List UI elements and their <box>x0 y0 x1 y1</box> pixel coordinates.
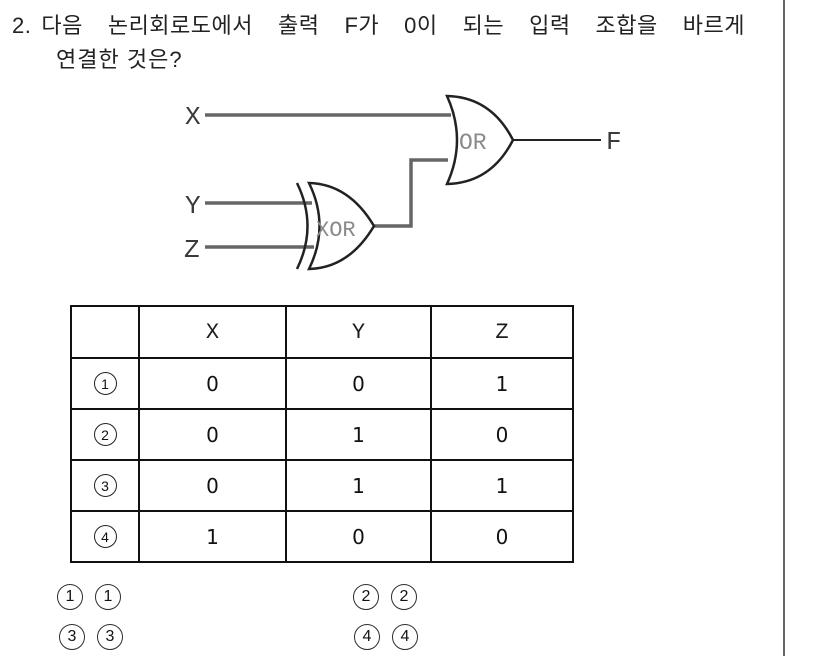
logic-circuit-diagram: XOR OR X Y Z F <box>184 94 622 271</box>
row-marker: 1 <box>70 357 140 410</box>
option-answer-icon: 3 <box>97 624 123 650</box>
circled-number: 4 <box>93 525 117 548</box>
xor-gate-input-arc <box>295 182 309 270</box>
row-marker: 4 <box>70 510 140 563</box>
option-4[interactable]: 4 4 <box>354 624 418 650</box>
cell-x: 0 <box>138 357 287 410</box>
table-row: 1 0 0 1 <box>70 357 574 410</box>
table-row: 2 0 1 0 <box>70 408 574 461</box>
cell-y: 0 <box>285 357 432 410</box>
option-2[interactable]: 2 2 <box>353 584 417 610</box>
output-label-f: F <box>606 127 622 157</box>
circled-number: 3 <box>93 474 117 497</box>
xor-gate <box>306 181 376 271</box>
question-number: 2. <box>12 13 32 38</box>
option-marker-icon: 2 <box>353 584 379 610</box>
table-header-y: Y <box>285 305 432 359</box>
cell-y: 0 <box>285 510 432 563</box>
answer-table: X Y Z 1 0 0 1 2 0 1 0 3 0 1 1 <box>70 305 574 563</box>
cell-z: 1 <box>430 357 574 410</box>
cell-y: 1 <box>285 408 432 461</box>
option-marker-icon: 3 <box>59 624 85 650</box>
row-marker: 3 <box>70 459 140 512</box>
input-label-z: Z <box>184 235 200 265</box>
answer-table-wrap: X Y Z 1 0 0 1 2 0 1 0 3 0 1 1 <box>70 305 574 563</box>
question-line2: 연결한 것은? <box>56 47 183 72</box>
option-answer-icon: 1 <box>95 584 121 610</box>
input-label-y: Y <box>185 191 201 221</box>
table-row: 4 1 0 0 <box>70 510 574 563</box>
circled-number: 1 <box>93 372 117 395</box>
cell-z: 0 <box>430 510 574 563</box>
question-text: 다음 논리회로도에서 출력 F가 0이 되는 입력 조합을 바르게 <box>41 13 745 38</box>
input-label-x: X <box>185 102 201 132</box>
option-answer-icon: 4 <box>392 624 418 650</box>
table-header-x: X <box>138 305 287 359</box>
row-marker: 2 <box>70 408 140 461</box>
table-header-z: Z <box>430 305 574 359</box>
table-row: 3 0 1 1 <box>70 459 574 512</box>
option-marker-icon: 4 <box>354 624 380 650</box>
cell-z: 1 <box>430 459 574 512</box>
or-gate-label: OR <box>459 130 487 156</box>
option-marker-icon: 1 <box>57 584 83 610</box>
or-gate <box>445 94 515 186</box>
question-block: 2. 다음 논리회로도에서 출력 F가 0이 되는 입력 조합을 바르게 연결한 … <box>12 10 745 76</box>
table-header-row: X Y Z <box>70 305 574 359</box>
option-3[interactable]: 3 3 <box>59 624 123 650</box>
cell-x: 1 <box>138 510 287 563</box>
question-line1: 2. 다음 논리회로도에서 출력 F가 0이 되는 입력 조합을 바르게 <box>12 10 745 42</box>
cell-x: 0 <box>138 459 287 512</box>
circled-number: 2 <box>93 423 117 446</box>
column-divider <box>783 0 785 656</box>
option-answer-icon: 2 <box>391 584 417 610</box>
wire-xor-to-or <box>374 158 448 228</box>
option-1[interactable]: 1 1 <box>57 584 121 610</box>
cell-y: 1 <box>285 459 432 512</box>
cell-z: 0 <box>430 408 574 461</box>
xor-gate-label: XOR <box>316 218 356 243</box>
table-header-blank <box>70 305 140 359</box>
cell-x: 0 <box>138 408 287 461</box>
